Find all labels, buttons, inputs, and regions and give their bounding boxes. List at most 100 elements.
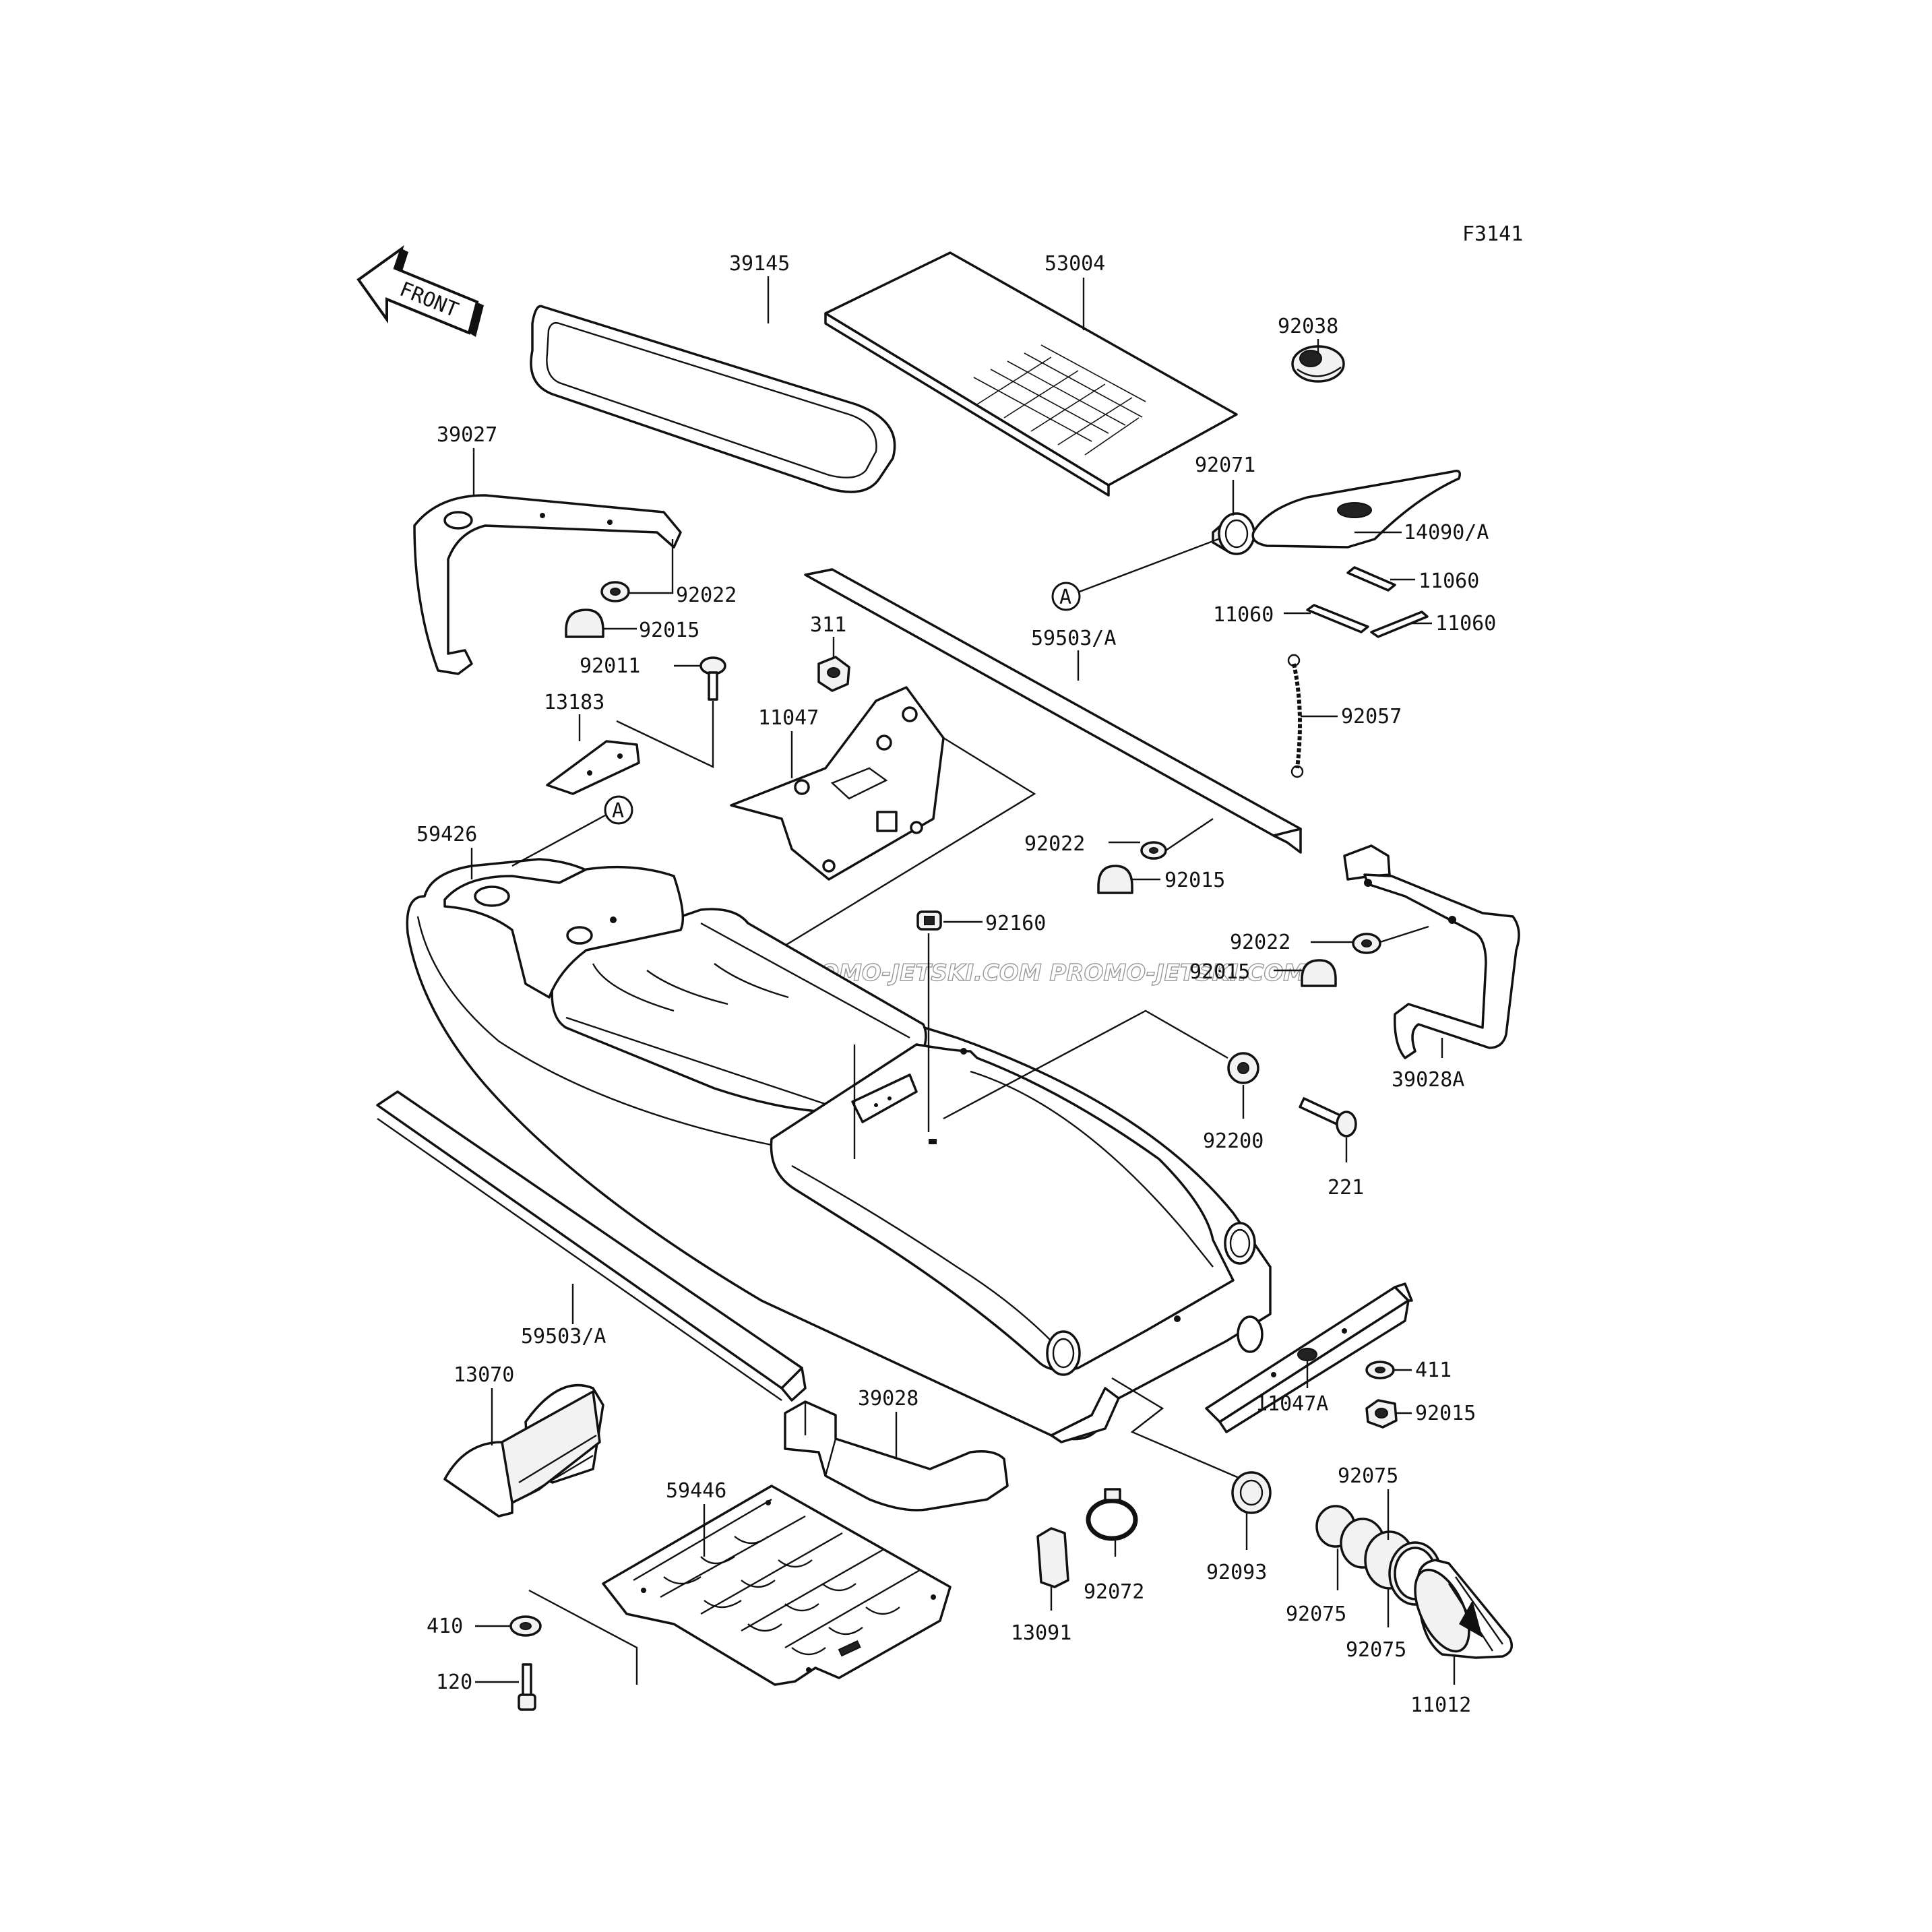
- bracket-11047A: [1205, 1282, 1413, 1433]
- part-label-13183: 13183: [544, 691, 604, 714]
- mat-53004: [824, 251, 1238, 497]
- washer-92022-b-hole: [1149, 847, 1158, 854]
- seal-92093: [1231, 1471, 1272, 1514]
- leader-92093-to-hull: [1111, 1377, 1247, 1483]
- part-label-39028: 39028: [858, 1387, 918, 1410]
- bellows-92075: [1315, 1505, 1442, 1606]
- part-label-92015-c: 92015: [1189, 960, 1250, 984]
- front-direction-arrow: FRONT: [356, 245, 484, 337]
- part-label-14090A: 14090/A: [1404, 521, 1489, 544]
- leader-ref-a-hull: [511, 814, 606, 867]
- part-label-92057: 92057: [1341, 705, 1402, 728]
- part-label-410: 410: [427, 1615, 463, 1638]
- part-label-92072: 92072: [1084, 1580, 1144, 1604]
- part-label-39145: 39145: [729, 252, 790, 276]
- part-label-11060-b: 11060: [1213, 603, 1274, 627]
- leader-92022-a: [629, 539, 674, 594]
- leader-92200-to-hull: [943, 1009, 1228, 1120]
- pad-92160-center: [924, 916, 935, 925]
- cap-nut-92015-c: [1301, 959, 1337, 987]
- part-label-92200: 92200: [1203, 1129, 1264, 1153]
- part-label-92075-a: 92075: [1338, 1464, 1398, 1488]
- washer-92022-c-hole: [1361, 939, 1372, 947]
- nut-311: [817, 656, 850, 692]
- part-label-92011: 92011: [580, 654, 640, 678]
- part-label-11012: 11012: [1410, 1693, 1471, 1717]
- strip-11060-c: [1370, 611, 1429, 638]
- cover-14090A: [1251, 470, 1461, 549]
- ref-marker-a-top-label: A: [1059, 586, 1071, 609]
- strip-11060-a: [1346, 566, 1396, 592]
- cover-11012: [1414, 1559, 1514, 1659]
- screw-221: [1299, 1097, 1357, 1138]
- bolt-92011: [699, 656, 726, 701]
- part-label-39028A: 39028A: [1392, 1068, 1464, 1092]
- rub-rail-59503A-bottom: [376, 1090, 807, 1402]
- part-label-92015-a: 92015: [639, 619, 699, 642]
- part-label-92160: 92160: [985, 912, 1046, 935]
- part-label-11060-c: 11060: [1435, 612, 1496, 635]
- cap-nut-92015-b: [1097, 865, 1133, 894]
- washer-411-hole: [1375, 1367, 1385, 1373]
- ref-marker-a-top: [1051, 582, 1081, 611]
- hull-59426: [406, 858, 1272, 1443]
- bracket-11047: [730, 686, 945, 881]
- ref-marker-a-hull: [604, 795, 633, 825]
- leader-92011-bracket: [616, 701, 714, 768]
- part-label-92022-c: 92022: [1230, 931, 1290, 954]
- grommet-92071: [1212, 512, 1255, 555]
- part-label-92075-b: 92075: [1286, 1602, 1346, 1626]
- part-label-11047: 11047: [758, 706, 819, 730]
- part-label-59446: 59446: [666, 1479, 726, 1503]
- part-label-92075-c: 92075: [1346, 1638, 1406, 1662]
- part-label-11047A: 11047A: [1255, 1392, 1328, 1416]
- part-label-92022-b: 92022: [1024, 832, 1085, 856]
- seal-92093-inner: [1239, 1479, 1264, 1506]
- part-label-13091: 13091: [1011, 1621, 1071, 1645]
- part-label-39027: 39027: [437, 423, 497, 447]
- part-label-92022-a: 92022: [676, 584, 737, 607]
- grab-handle-39027: [413, 494, 682, 675]
- part-label-59503A-top: 59503/A: [1031, 627, 1116, 650]
- leader-11047-assembly: [710, 737, 1036, 992]
- plug-92038: [1291, 345, 1345, 383]
- part-label-311: 311: [810, 613, 846, 637]
- ref-marker-a-hull-label: A: [612, 799, 624, 823]
- rear-handle-39028A: [1343, 844, 1520, 1059]
- plate-13183: [546, 740, 640, 795]
- part-label-53004: 53004: [1045, 252, 1105, 276]
- part-label-411: 411: [1415, 1359, 1452, 1382]
- cap-nut-92015-a: [565, 609, 604, 638]
- leader-410-bracket: [528, 1589, 638, 1685]
- part-label-221: 221: [1328, 1176, 1364, 1199]
- part-label-120: 120: [436, 1671, 472, 1694]
- leader-92022-c-to-handle: [1379, 925, 1429, 943]
- part-label-92093: 92093: [1206, 1561, 1267, 1584]
- handle-39028: [784, 1400, 1009, 1512]
- part-label-92071: 92071: [1195, 454, 1255, 477]
- washer-92200-hole: [1237, 1062, 1249, 1074]
- leader-92022-b-to-rail: [1165, 818, 1214, 851]
- part-label-11060-a: 11060: [1419, 569, 1479, 593]
- plate-59446: [602, 1485, 952, 1686]
- leader-ref-a-top: [1079, 538, 1219, 593]
- nut-92015-d: [1365, 1399, 1398, 1429]
- rub-rail-59503A-top: [804, 568, 1302, 854]
- strip-11060-b: [1306, 604, 1369, 633]
- part-label-92038: 92038: [1278, 315, 1338, 338]
- clamp-92072: [1086, 1488, 1138, 1541]
- lanyard-92057: [1287, 654, 1304, 778]
- part-label-59503A-bottom: 59503/A: [521, 1325, 606, 1348]
- intake-cover-13070: [443, 1383, 604, 1518]
- figure-code: F3141: [1462, 222, 1523, 246]
- pad-13091: [1036, 1527, 1069, 1588]
- part-label-13070: 13070: [454, 1363, 514, 1387]
- part-label-92015-d: 92015: [1415, 1402, 1476, 1425]
- part-label-59426: 59426: [416, 823, 477, 846]
- part-label-92015-b: 92015: [1164, 869, 1225, 892]
- bolt-120: [518, 1663, 536, 1711]
- washer-92022-a-hole: [610, 588, 621, 596]
- mat-frame-39145: [530, 305, 896, 493]
